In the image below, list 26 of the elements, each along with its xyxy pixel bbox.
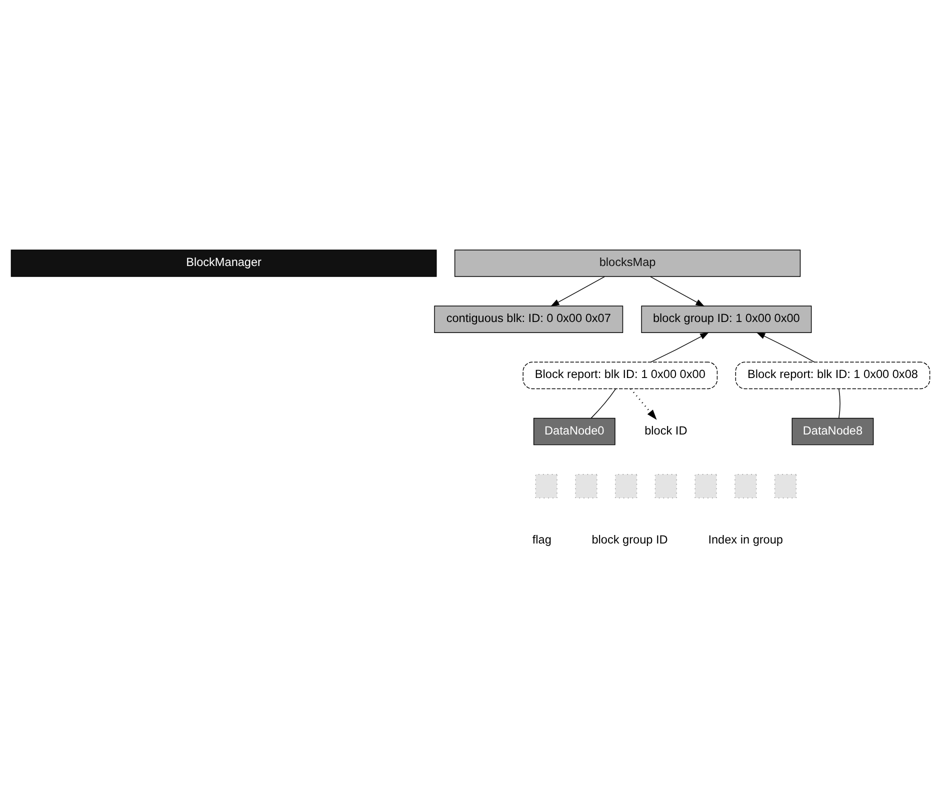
connector xyxy=(590,388,616,418)
node-box: Block report: blk ID: 1 0x00 0x00 xyxy=(522,361,718,389)
connector xyxy=(838,388,840,418)
label: block group ID xyxy=(592,532,668,546)
arrow xyxy=(630,388,657,420)
node-box: blocksMap xyxy=(454,249,801,276)
node-box xyxy=(614,473,638,498)
node-box xyxy=(734,473,757,498)
arrow xyxy=(650,276,705,306)
node-box xyxy=(654,473,677,498)
node-text: block ID xyxy=(644,422,688,437)
node-box xyxy=(535,473,558,498)
arrow xyxy=(650,332,709,362)
label: Index in group xyxy=(708,532,784,546)
node-box xyxy=(774,473,797,498)
node-box xyxy=(575,473,598,498)
node-box: DataNode0 xyxy=(533,417,616,445)
node-box: contiguous blk: ID: 0 0x00 0x07 xyxy=(434,305,624,332)
node-box: DataNode8 xyxy=(792,417,874,445)
node-box xyxy=(694,473,717,498)
node-box: Block report: blk ID: 1 0x00 0x08 xyxy=(735,361,930,389)
label: flag xyxy=(532,532,552,546)
node-box: block group ID: 1 0x00 0x00 xyxy=(641,305,812,332)
arrow xyxy=(756,332,815,362)
node-box: BlockManager xyxy=(10,249,437,276)
arrow xyxy=(550,276,605,306)
